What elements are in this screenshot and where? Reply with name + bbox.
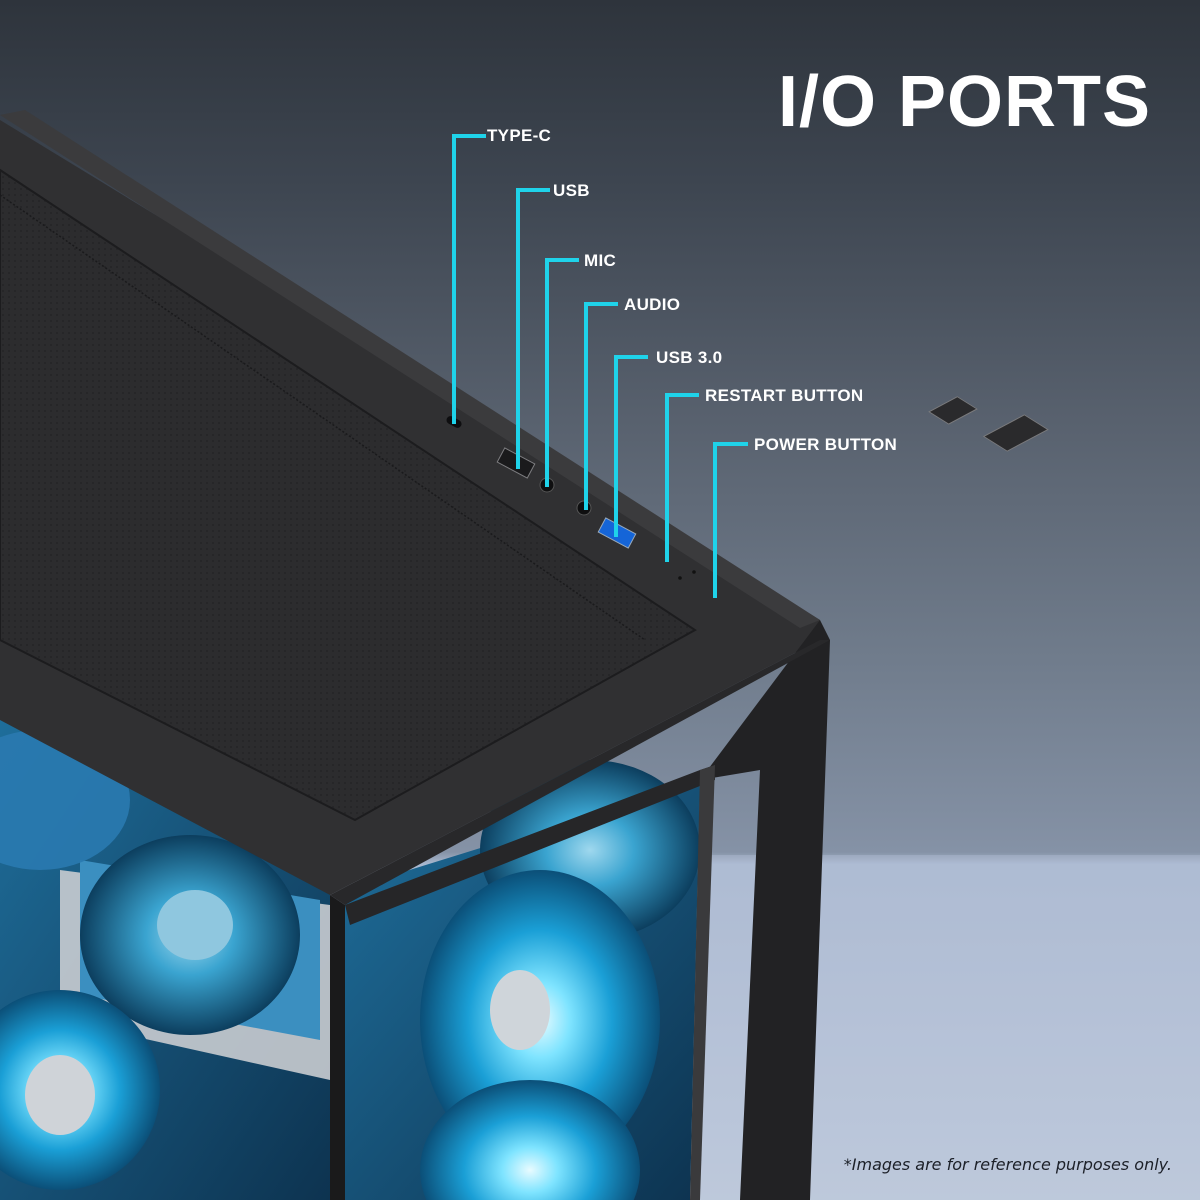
restart-button <box>928 396 978 425</box>
callout-audio: AUDIO <box>624 295 681 314</box>
callout-mic: MIC <box>584 251 617 270</box>
case-front-pillar <box>700 620 830 1200</box>
mic-leader-line <box>545 258 579 487</box>
power-leader-line <box>713 442 748 598</box>
reference-disclaimer: *Images are for reference purposes only. <box>843 1155 1172 1174</box>
audio-leader-line <box>584 302 618 510</box>
callout-type-c: TYPE-C <box>487 126 552 145</box>
callout-usb: USB <box>553 181 590 200</box>
page-title: I/O PORTS <box>778 62 1152 142</box>
callout-restart-button: RESTART BUTTON <box>705 386 864 405</box>
case-corner-edge <box>330 895 345 1200</box>
callout-leader-lines <box>452 134 748 598</box>
restart-leader-line <box>665 393 699 562</box>
power-button <box>982 414 1049 452</box>
callout-power-button: POWER BUTTON <box>754 435 898 454</box>
top-mesh-filter <box>0 168 697 822</box>
usb3-leader-line <box>614 355 648 537</box>
usb-leader-line <box>516 188 550 469</box>
callout-usb-3: USB 3.0 <box>656 348 723 367</box>
type-c-leader-line <box>452 134 486 424</box>
